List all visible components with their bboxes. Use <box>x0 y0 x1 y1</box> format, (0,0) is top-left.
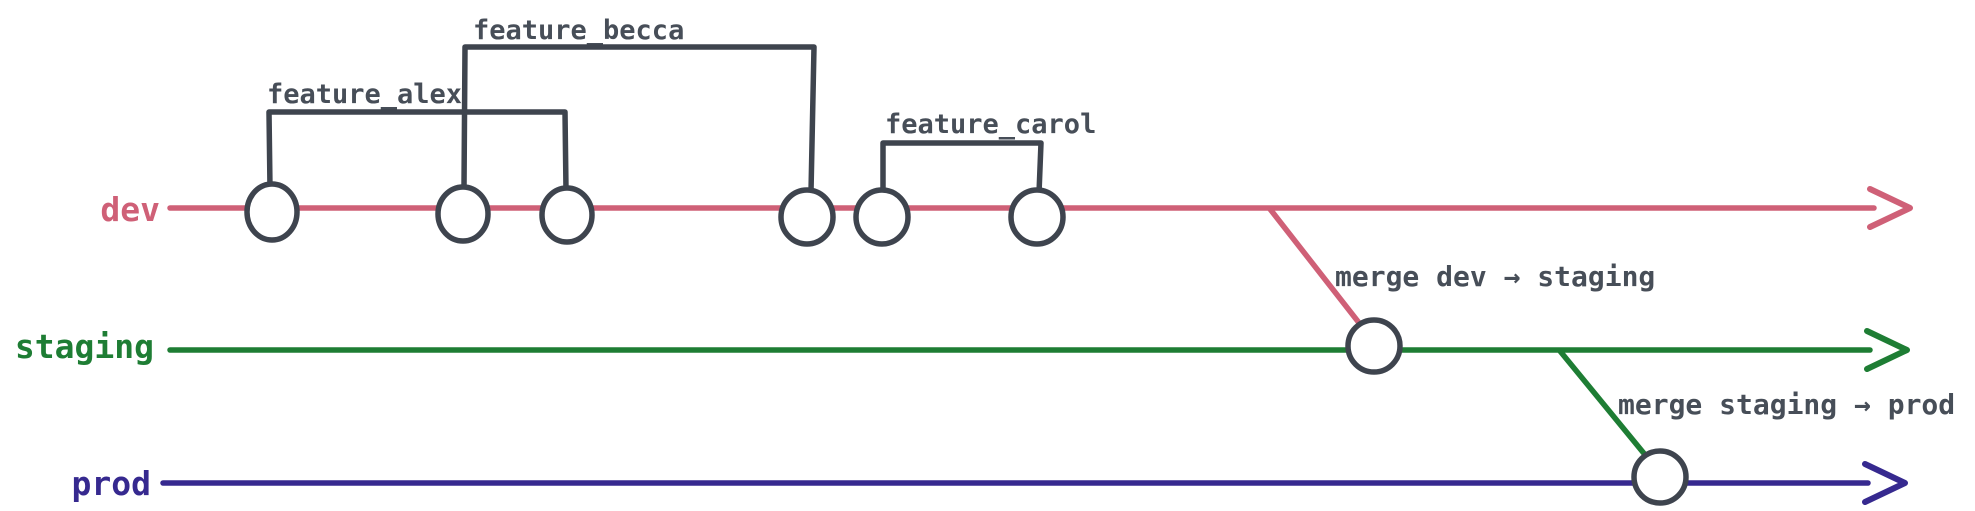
merge-commits <box>1345 317 1689 506</box>
feature-bracket-becca <box>461 44 817 195</box>
commit-circle <box>1008 187 1066 247</box>
feature-label-alex: feature_alex <box>267 79 462 110</box>
arrow-right-icon <box>1862 461 1908 505</box>
branch-label-prod: prod <box>72 464 151 503</box>
branch-label-staging: staging <box>15 327 154 366</box>
merge-commit-prod <box>1631 448 1689 506</box>
merge-staging-to-prod: merge staging → prod <box>1557 348 1955 476</box>
feature-label-carol: feature_carol <box>885 109 1096 140</box>
merge-line-staging-prod <box>1557 348 1663 476</box>
arrow-right-icon <box>1864 328 1910 372</box>
feature-bracket-alex <box>266 109 569 193</box>
branch-dev: dev <box>100 186 1913 230</box>
merge-line-dev-staging <box>1267 206 1377 345</box>
branch-label-dev: dev <box>100 190 160 229</box>
feature-becca: feature_becca <box>461 15 817 195</box>
feature-alex: feature_alex <box>266 79 569 193</box>
commit-circle <box>244 181 300 243</box>
arrow-right-icon <box>1867 186 1913 230</box>
commit-circle <box>435 184 491 244</box>
commit-circle <box>853 187 911 247</box>
merge-dev-to-staging: merge dev → staging <box>1267 206 1655 345</box>
feature-carol: feature_carol <box>880 109 1096 196</box>
branch-staging: staging <box>15 327 1910 372</box>
feature-label-becca: feature_becca <box>473 15 684 46</box>
branch-prod: prod <box>72 461 1908 505</box>
merge-label-dev-staging: merge dev → staging <box>1335 260 1655 293</box>
dev-commits <box>244 181 1066 247</box>
commit-circle <box>539 185 595 245</box>
feature-bracket-carol <box>880 140 1044 196</box>
commit-circle <box>778 187 836 247</box>
merge-label-staging-prod: merge staging → prod <box>1618 388 1955 421</box>
merge-commit-staging <box>1345 317 1403 375</box>
